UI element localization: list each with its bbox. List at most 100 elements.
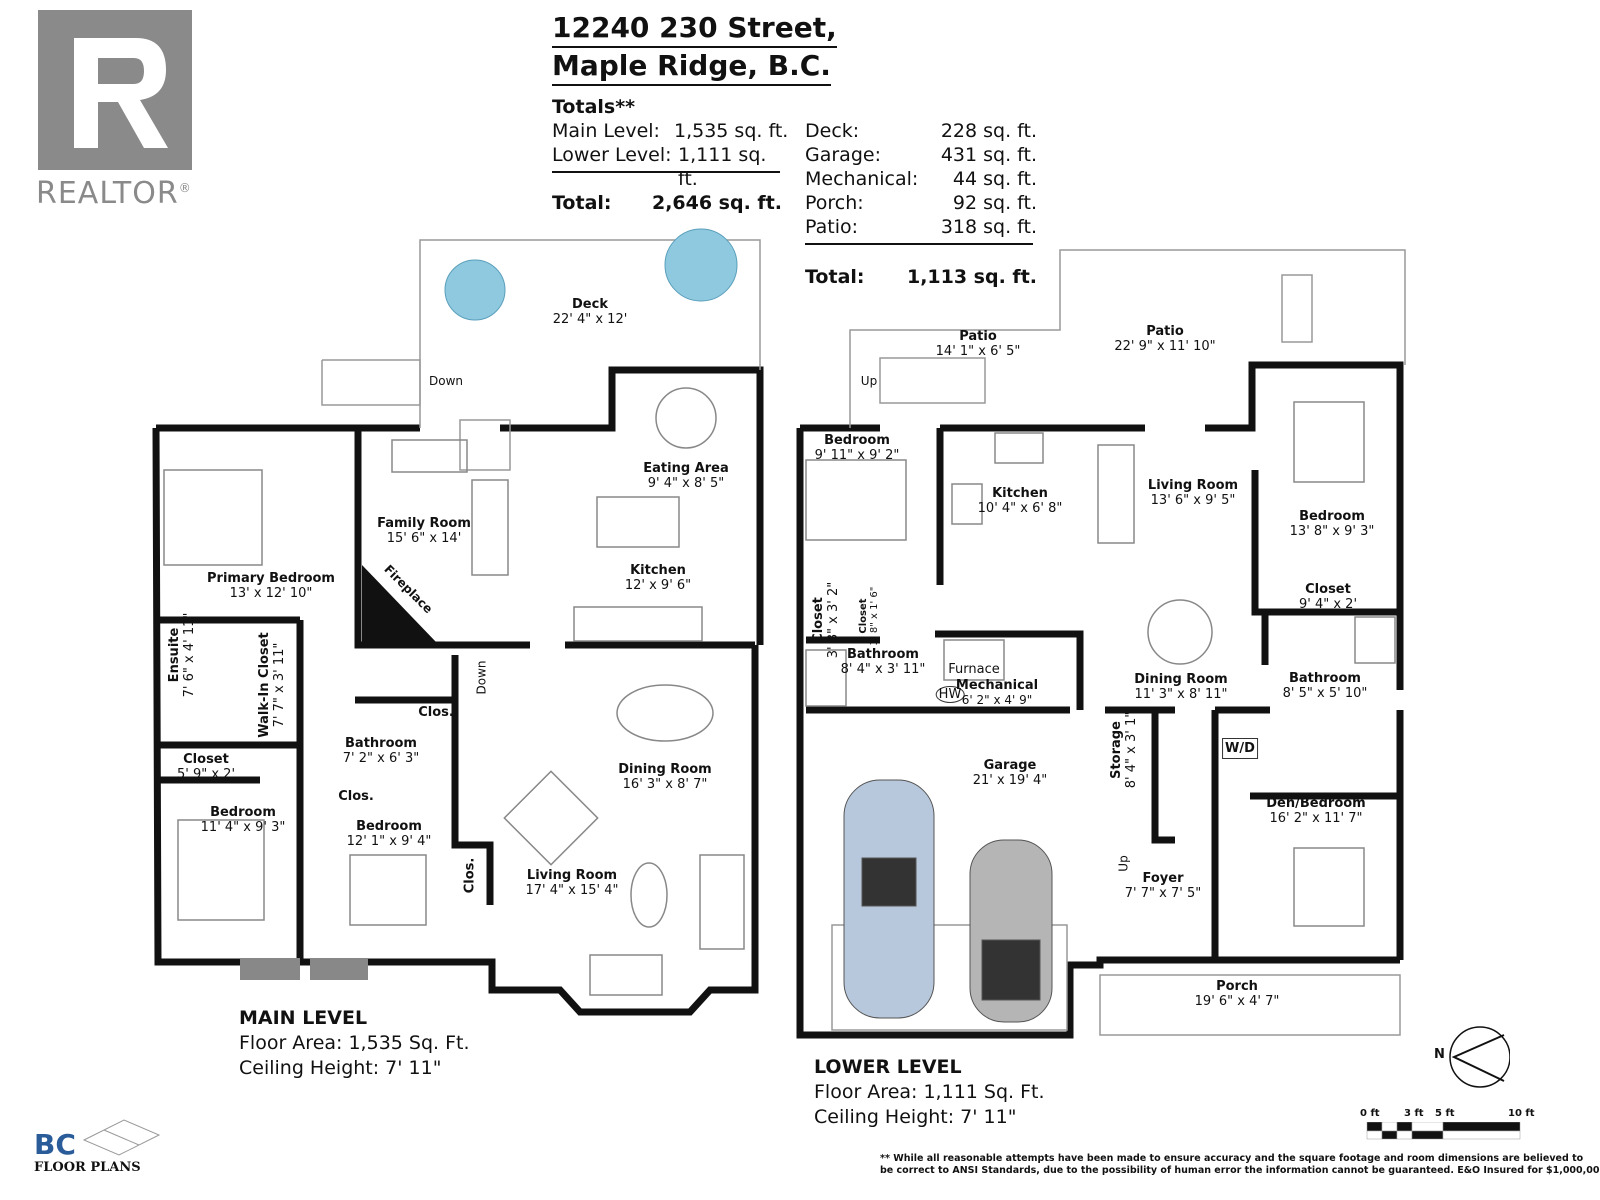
furnace-label: Furnace xyxy=(948,662,1000,677)
totals-value: 228 sq. ft. xyxy=(940,120,1037,142)
lower-level-caption: LOWER LEVEL Floor Area: 1,111 Sq. Ft. Ce… xyxy=(814,1055,1045,1130)
scale-tick: 0 ft xyxy=(1360,1108,1380,1119)
totals-heading: Totals** xyxy=(552,96,636,118)
lower-level-ceiling: Ceiling Height: 7' 11" xyxy=(814,1106,1017,1128)
stairs-up-label: Up xyxy=(860,374,878,388)
totals-label: Porch: xyxy=(805,192,864,214)
address-line-2: Maple Ridge, B.C. xyxy=(552,48,831,86)
stairs-up-label: Up xyxy=(1116,855,1131,872)
scale-bar: 0 ft 3 ft 5 ft 10 ft xyxy=(1360,1108,1535,1148)
totals-label: Total: xyxy=(552,192,612,214)
totals-value: 1,113 sq. ft. xyxy=(906,266,1037,288)
deck-outline xyxy=(321,239,761,471)
compass-north: N xyxy=(1434,1047,1445,1062)
totals-value: 2,646 sq. ft. xyxy=(651,192,782,214)
washer-dryer-label: W/D xyxy=(1222,738,1258,759)
totals-value: 431 sq. ft. xyxy=(940,144,1037,166)
main-level-floor-area: Floor Area: 1,535 Sq. Ft. xyxy=(239,1032,470,1054)
closet-label: Clos. xyxy=(418,705,454,720)
address-line-1: 12240 230 Street, xyxy=(552,10,837,48)
totals-value: 1,535 sq. ft. xyxy=(674,120,789,142)
totals-main: Totals** Main Level: 1,535 sq. ft. Lower… xyxy=(552,95,792,225)
totals-value: 318 sq. ft. xyxy=(940,216,1037,238)
car-icon xyxy=(969,839,1053,1023)
registered-mark: ® xyxy=(178,181,192,195)
main-furniture xyxy=(163,439,745,996)
totals-value: 1,111 sq. ft. xyxy=(678,144,767,190)
totals-other: Deck: 228 sq. ft. Garage: 431 sq. ft. Me… xyxy=(805,119,1037,299)
bc-logo-text: BC xyxy=(34,1128,76,1161)
totals-value: 92 sq. ft. xyxy=(952,192,1037,214)
lower-furniture xyxy=(805,401,1396,927)
totals-label: Mechanical: xyxy=(805,168,919,190)
totals-label: Total: xyxy=(805,266,865,288)
dining-table-icon xyxy=(655,387,717,449)
car-icon xyxy=(843,779,935,1019)
closet-label: Clos. xyxy=(462,857,478,894)
disclaimer: ** While all reasonable attempts have be… xyxy=(880,1153,1600,1177)
main-level-walls xyxy=(152,366,764,1016)
totals-label: Garage: xyxy=(805,144,881,166)
hot-water-label: HW xyxy=(935,686,965,703)
scale-tick: 5 ft xyxy=(1435,1108,1455,1119)
address: 12240 230 Street, Maple Ridge, B.C. xyxy=(552,10,837,86)
compass-icon: N xyxy=(1434,1025,1510,1090)
stairs-down-label: Down xyxy=(428,374,464,388)
main-level-caption: MAIN LEVEL Floor Area: 1,535 Sq. Ft. Cei… xyxy=(239,1006,470,1081)
disclaimer-line: ** While all reasonable attempts have be… xyxy=(880,1153,1584,1164)
realtor-wordmark: REALTOR xyxy=(36,176,179,211)
totals-value: 44 sq. ft. xyxy=(952,168,1037,190)
floor-plans-logo-text: FLOOR PLANS xyxy=(34,1160,141,1175)
totals-label: Main Level: xyxy=(552,120,660,142)
bc-floor-plans-logo: BC FLOOR PLANS xyxy=(34,1110,164,1195)
totals-label: Deck: xyxy=(805,120,860,142)
stairs-down-label: Down xyxy=(474,660,489,695)
totals-label: Lower Level: xyxy=(552,144,672,166)
patio-outline xyxy=(831,249,1406,1036)
main-level-title: MAIN LEVEL xyxy=(239,1007,368,1029)
totals-label: Patio: xyxy=(805,216,859,238)
disclaimer-line: be correct to ANSI Standards, due to the… xyxy=(880,1165,1600,1176)
realtor-logo: REALTOR® xyxy=(36,8,196,211)
scale-tick: 10 ft xyxy=(1508,1108,1535,1119)
patio-tables xyxy=(444,228,738,321)
window-bay xyxy=(240,958,300,980)
main-level-ceiling: Ceiling Height: 7' 11" xyxy=(239,1057,442,1079)
lower-level-walls xyxy=(796,361,1404,1039)
scale-tick: 3 ft xyxy=(1404,1108,1424,1119)
lower-level-title: LOWER LEVEL xyxy=(814,1056,962,1078)
realtor-r-icon xyxy=(38,10,192,170)
window-bay xyxy=(310,958,368,980)
